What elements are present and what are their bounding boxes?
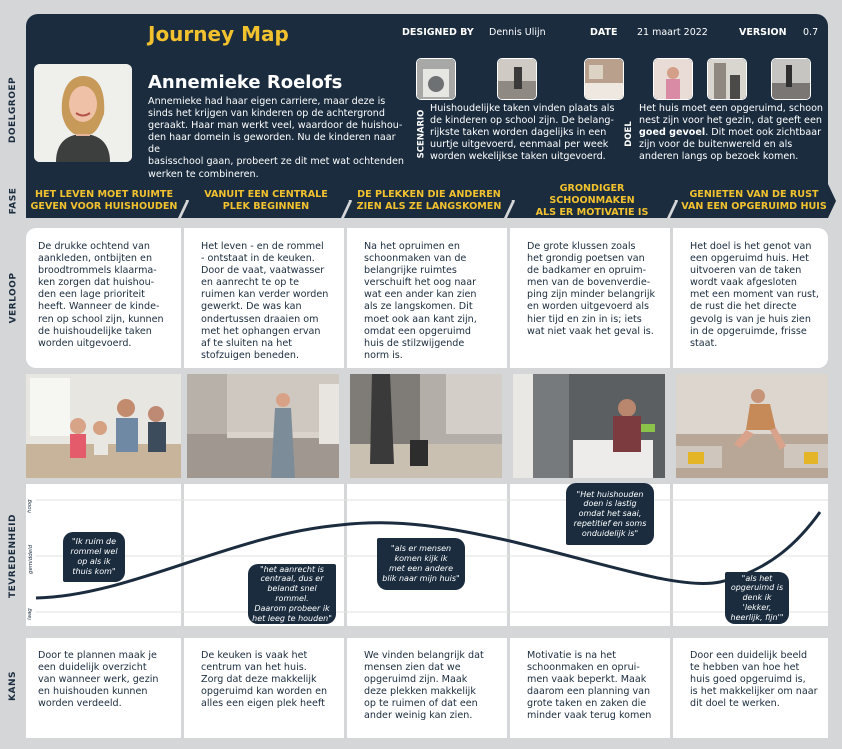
page-title: Journey Map [148, 22, 289, 46]
living-room-photo [771, 58, 811, 100]
side-label-doelgroep: DOELGROEP [8, 76, 18, 144]
axis-label-low: laag [26, 608, 33, 621]
vacuuming-photo [350, 374, 502, 478]
axis-label-mid: gemiddeld [27, 544, 34, 575]
kitchen-photo [497, 58, 537, 100]
persona-photo [34, 64, 132, 162]
jumping-woman-photo [676, 374, 828, 478]
version-label: VERSION [739, 27, 787, 38]
side-label-fase: FASE [8, 187, 18, 215]
family-breakfast-photo [26, 374, 181, 478]
designed-by-value: Dennis Ulijn [489, 27, 546, 38]
verloop-card [26, 228, 828, 368]
goal-text: Het huis moet een opgeruimd, schoon nest… [639, 103, 824, 163]
kans-card [26, 638, 828, 738]
axis-label-high: hoog [26, 499, 33, 514]
goal-label: DOEL [624, 121, 635, 147]
designed-by-label: DESIGNED BY [402, 27, 474, 38]
washing-machine-photo [416, 58, 456, 100]
date-value: 21 maart 2022 [637, 27, 708, 38]
side-label-kans: KANS [8, 671, 18, 701]
scenario-text: Huishoudelijke taken vinden plaats als d… [430, 103, 615, 163]
date-label: DATE [590, 27, 618, 38]
persona-name: Annemieke Roelofs [148, 72, 343, 93]
persona-description: Annemieke had haar eigen carriere, maar … [148, 96, 405, 180]
cleaning-woman-photo [653, 58, 693, 100]
hallway-photo [707, 58, 747, 100]
scenario-label: SCENARIO [416, 109, 427, 159]
bedroom-photo [584, 58, 624, 100]
side-label-verloop: VERLOOP [8, 272, 19, 324]
kitchen-woman-photo [187, 374, 339, 478]
side-label-tevredenheid: TEVREDENHEID [8, 514, 19, 598]
persona-header: Journey Map DESIGNED BY Dennis Ulijn DAT… [26, 14, 828, 200]
bathroom-cleaning-photo [513, 374, 665, 478]
version-value: 0.7 [803, 27, 819, 38]
verloop-text-2: Het leven - en de rommel- ontstaat in de… [201, 241, 329, 361]
